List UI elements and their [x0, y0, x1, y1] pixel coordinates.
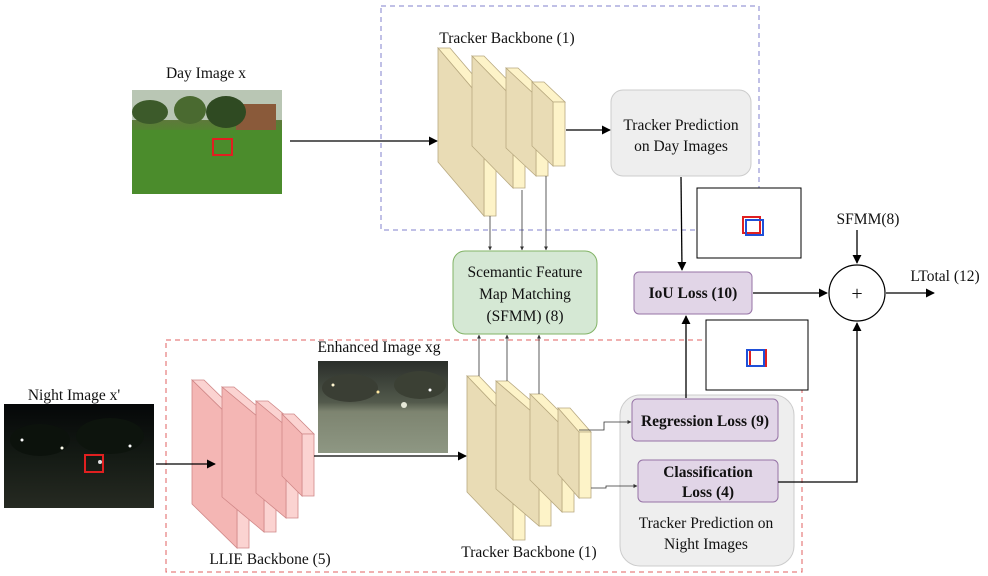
night-prediction-line2: Night Images	[664, 536, 748, 553]
day-image-label: Day Image x	[166, 65, 246, 82]
day-image	[132, 90, 282, 194]
day-branch-frame	[380, 5, 760, 231]
night-bbox-thumbnail	[705, 319, 809, 391]
sfmm-line2: Map Matching	[479, 286, 571, 303]
enhanced-image	[318, 361, 448, 453]
day-prediction-box	[610, 89, 752, 177]
day-prediction-line2: on Day Images	[634, 138, 728, 155]
day-bbox-blue	[745, 219, 764, 236]
sfmm-input-label: SFMM(8)	[837, 211, 900, 228]
llie-backbone	[191, 379, 315, 549]
top-tracker-backbone	[437, 46, 566, 218]
sfmm-line3: (SFMM) (8)	[486, 308, 563, 325]
arrow-backbone-to-classification	[591, 484, 638, 489]
night-image-label: Night Image x'	[28, 387, 121, 404]
arrow-day-prediction-to-iou	[677, 176, 687, 271]
regression-loss-box	[631, 398, 779, 442]
day-prediction-line1: Tracker Prediction	[623, 117, 738, 134]
classification-loss-line2: Loss (4)	[682, 484, 734, 501]
night-bbox-blue	[746, 349, 765, 367]
sum-node	[828, 264, 886, 322]
sum-symbol: +	[851, 283, 862, 305]
day-bbox-thumbnail	[696, 187, 802, 259]
total-loss-label: LTotal (12)	[910, 268, 979, 285]
day-target-bbox	[212, 138, 233, 156]
night-prediction-line1: Tracker Prediction on	[639, 515, 774, 532]
backbone-layer	[531, 81, 566, 167]
night-branch-frame	[165, 339, 803, 573]
classification-loss-box	[637, 459, 779, 503]
iou-loss-label: IoU Loss (10)	[649, 285, 738, 302]
bottom-backbone-label: Tracker Backbone (1)	[461, 544, 596, 561]
backbone-layer	[557, 406, 592, 500]
arrow-classification-to-sum	[778, 322, 862, 483]
night-image	[4, 404, 154, 508]
llie-layer	[281, 413, 315, 497]
classification-loss-line1: Classification	[663, 464, 753, 481]
connectors	[156, 125, 935, 489]
sfmm-box	[452, 250, 598, 335]
day-bbox-red	[742, 216, 761, 234]
enhanced-image-label: Enhanced Image xg	[317, 339, 440, 356]
sfmm-line1: Scemantic Feature	[468, 264, 583, 281]
llie-backbone-label: LLIE Backbone (5)	[209, 551, 330, 568]
top-backbone-label: Tracker Backbone (1)	[439, 30, 574, 47]
regression-loss-label: Regression Loss (9)	[641, 413, 769, 430]
night-target-bbox	[84, 454, 104, 473]
arrow-backbone-to-regression	[579, 420, 632, 431]
bottom-tracker-backbone	[466, 375, 592, 541]
iou-loss-box	[633, 271, 753, 315]
